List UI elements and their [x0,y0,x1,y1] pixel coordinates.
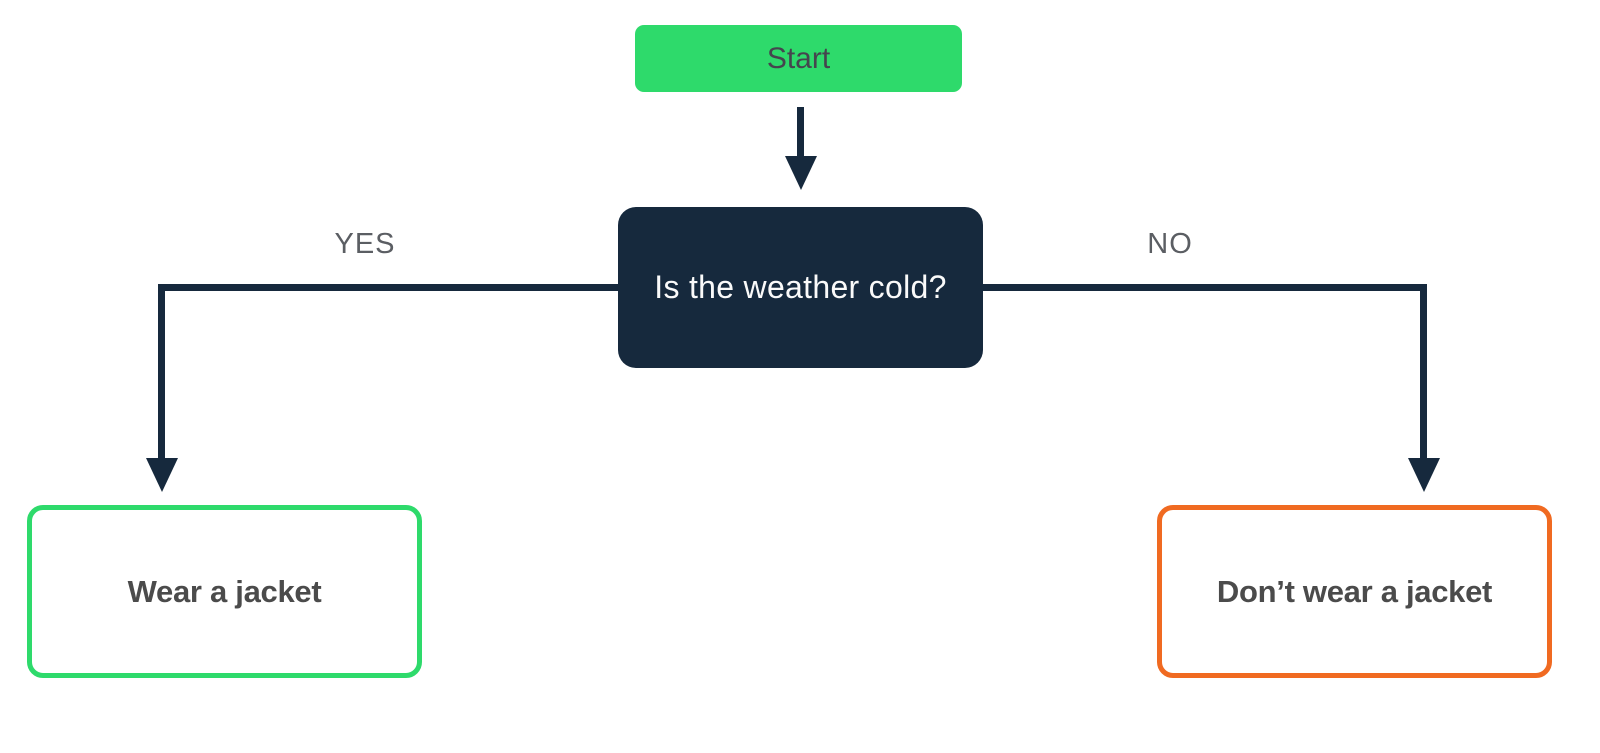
node-result-dont-wear-jacket: Don’t wear a jacket [1157,505,1552,678]
node-result-dont-wear-jacket-label: Don’t wear a jacket [1216,573,1493,609]
edge-label-no: NO [1147,228,1193,260]
connector-no-vertical [1420,284,1427,460]
arrowhead-down-icon [1408,458,1440,492]
connector-yes-horizontal [158,284,618,291]
connector-no-horizontal [983,284,1427,291]
connector-yes-vertical [158,284,165,460]
node-decision-label: Is the weather cold? [654,269,947,305]
edge-label-yes: YES [334,228,396,260]
arrowhead-down-icon [785,156,817,190]
node-decision: Is the weather cold? [618,207,983,368]
node-start-label: Start [766,41,831,75]
node-result-wear-jacket-label: Wear a jacket [127,573,322,609]
arrowhead-down-icon [146,458,178,492]
node-result-wear-jacket: Wear a jacket [27,505,422,678]
connector-start-decision [797,107,804,159]
node-start: Start [635,25,962,92]
